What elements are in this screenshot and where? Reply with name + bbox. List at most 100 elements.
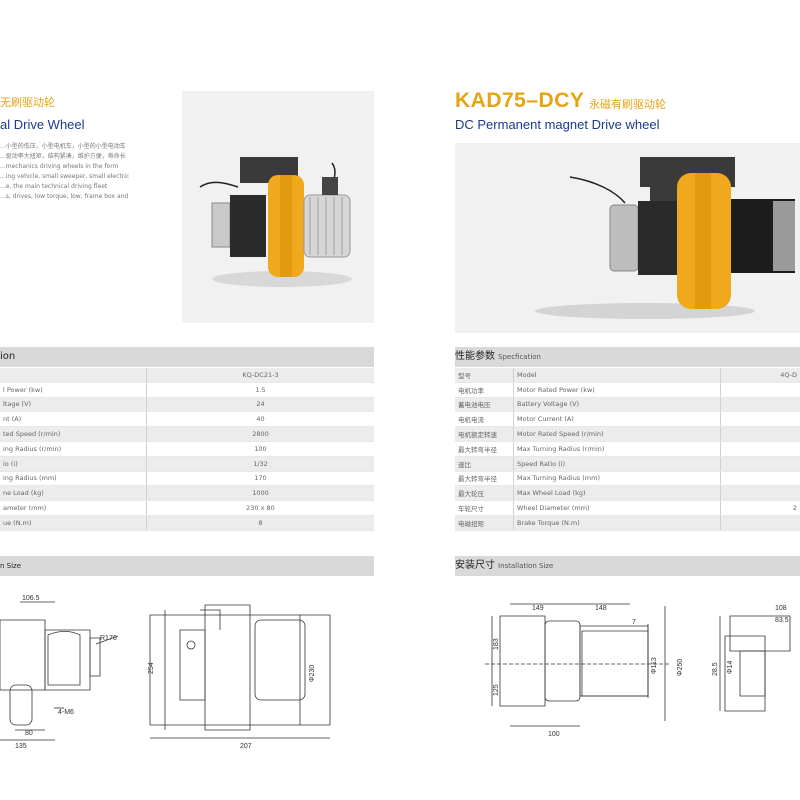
dim-label: 183 xyxy=(493,638,500,650)
table-row: ted Speed (r/min)2800 xyxy=(0,426,374,442)
dim-label: Φ250 xyxy=(677,659,684,676)
dim-label: 254 xyxy=(148,662,155,674)
spec-label-en: Motor Rated Speed (r/min) xyxy=(513,426,721,442)
spec-label-cn: 最大转弯半径 xyxy=(455,471,514,487)
dim-label: 149 xyxy=(532,605,544,612)
dim-label: R176 xyxy=(100,635,117,642)
dim-label: Φ230 xyxy=(309,665,316,682)
left-title-en: al Drive Wheel xyxy=(0,117,85,132)
spec-value xyxy=(720,397,800,413)
spec-label-en: Max Wheel Load (kg) xyxy=(513,485,721,502)
spec-label: ted Speed (r/min) xyxy=(0,426,147,442)
spec-label-en: Battery Voltage (V) xyxy=(513,397,721,413)
spec-label: ue (N.m) xyxy=(0,515,147,531)
table-row: io (i)1/32 xyxy=(0,456,374,472)
table-row: ameter (mm)230 x 80 xyxy=(0,500,374,516)
spec-value xyxy=(720,485,800,502)
right-model-number: KAD75–DCY xyxy=(455,89,585,112)
left-title-cn: 无刷驱动轮 xyxy=(0,96,55,109)
desc-line: ...s, drives, low torque, low, frame box… xyxy=(0,193,129,200)
spec-label-cn: 电机额定转速 xyxy=(455,426,514,442)
desc-line: ...e, the main technical driving fleet xyxy=(0,183,108,190)
spec-value: 170 xyxy=(146,471,374,487)
spec-label-en: Motor Current (A) xyxy=(513,411,721,428)
spec-value xyxy=(720,515,800,531)
right-title-en: DC Permanent magnet Drive wheel xyxy=(455,117,660,132)
spec-label-en: Model xyxy=(513,368,721,383)
spec-value: 8 xyxy=(146,515,374,531)
desc-line: ...驱动率大扭矩，结构紧凑，维护方便，寿命长 xyxy=(0,153,126,160)
table-row: ltage (V)24 xyxy=(0,397,374,413)
spec-value xyxy=(720,441,800,457)
dim-label: 80 xyxy=(25,730,33,737)
right-install-header-cn: 安装尺寸 xyxy=(455,560,495,571)
spec-value: 2 xyxy=(720,500,800,516)
dim-label: 100 xyxy=(548,731,560,738)
desc-line: ...小型的低压，小型电机车，小型的小型电动车 xyxy=(0,143,126,150)
spec-label-cn: 型号 xyxy=(455,368,514,383)
table-row: ing Radius (r/min)100 xyxy=(0,441,374,457)
table-row: ne Load (kg)1000 xyxy=(0,485,374,502)
right-product-photo xyxy=(455,143,800,333)
desc-line: ...ing vehicle, small sweeper, small ele… xyxy=(0,173,130,180)
table-row: l Power (kw)1.5 xyxy=(0,382,374,398)
spec-label-en: Speed Ratio (i) xyxy=(513,456,721,472)
left-install-header-text: n Size xyxy=(0,562,22,570)
spec-label-en: Max Turning Radius (r/min) xyxy=(513,441,721,457)
dim-label: 28.5 xyxy=(712,662,719,676)
spec-label: ltage (V) xyxy=(0,397,147,413)
left-spec-header: ion xyxy=(0,347,374,367)
dim-label: 7 xyxy=(632,619,636,626)
spec-value: 4Q-D xyxy=(720,368,800,383)
right-install-header-en: Installation Size xyxy=(498,562,554,570)
right-installation-drawing: 149 148 7 183 125 100 Φ113 Φ250 108 83.5… xyxy=(470,596,800,738)
spec-value: 2800 xyxy=(146,426,374,442)
dim-label: Φ113 xyxy=(651,657,658,674)
left-description: ...小型的低压，小型电机车，小型的小型电动车 ...驱动率大扭矩，结构紧凑，维… xyxy=(0,142,170,202)
left-spec-header-text: ion xyxy=(0,351,16,362)
spec-label: ing Radius (r/min) xyxy=(0,441,147,457)
table-row: ing Radius (mm)170 xyxy=(0,471,374,487)
spec-value xyxy=(720,471,800,487)
spec-value: 1.5 xyxy=(146,382,374,398)
desc-line: ...mechanics driving wheels in the form xyxy=(0,163,119,170)
spec-value: 230 x 80 xyxy=(146,500,374,516)
dc-drive-wheel-image xyxy=(535,157,795,319)
spec-value: 1/32 xyxy=(146,456,374,472)
spec-value: 24 xyxy=(146,397,374,413)
spec-value: 1000 xyxy=(146,485,374,502)
left-installation-drawing: 106.5 R176 4-M6 80 135 254 207 Φ230 xyxy=(0,595,360,750)
spec-label: nt (A) xyxy=(0,411,147,428)
spec-label: ameter (mm) xyxy=(0,500,147,516)
spec-value xyxy=(720,382,800,398)
spec-value: 100 xyxy=(146,441,374,457)
dim-label: 4-M6 xyxy=(58,709,74,716)
dim-label: 135 xyxy=(15,743,27,750)
dim-label: 108 xyxy=(775,605,787,612)
spec-value: 40 xyxy=(146,411,374,428)
right-spec-header-cn: 性能参数 xyxy=(455,351,495,362)
brushless-drive-wheel-image xyxy=(182,157,352,287)
spec-label: ne Load (kg) xyxy=(0,485,147,502)
spec-label: ing Radius (mm) xyxy=(0,471,147,487)
spec-label-cn: 电磁扭矩 xyxy=(455,515,514,531)
table-row: nt (A)40 xyxy=(0,411,374,428)
spec-label-cn: 电机电流 xyxy=(455,411,514,428)
spec-label-cn: 蓄电池电压 xyxy=(455,397,514,413)
left-install-header: n Size xyxy=(0,556,374,576)
spec-label-en: Wheel Diameter (mm) xyxy=(513,500,721,516)
dim-label: 106.5 xyxy=(22,595,40,602)
dim-label: 83.5 xyxy=(775,617,789,624)
spec-label-cn: 车轮尺寸 xyxy=(455,500,514,516)
dim-label: 207 xyxy=(240,743,252,750)
left-product-photo xyxy=(182,91,374,323)
